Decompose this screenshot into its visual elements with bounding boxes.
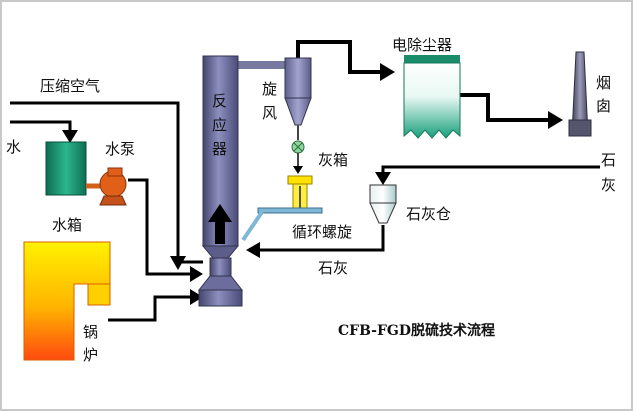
pump-discharge-arrow bbox=[190, 266, 203, 282]
pump-outlet bbox=[107, 167, 123, 177]
ash-drop-arrow bbox=[293, 166, 303, 174]
label-compressed-air: 压缩空气 bbox=[40, 77, 100, 95]
chimney-base bbox=[568, 119, 592, 137]
screw-return-pipe bbox=[241, 210, 264, 242]
reactor-venturi bbox=[209, 257, 232, 277]
reactor-cyclone-duct bbox=[237, 61, 289, 69]
cyclone-cone bbox=[284, 97, 312, 126]
lime-feed-line bbox=[255, 225, 385, 252]
pump-discharge-line bbox=[128, 178, 195, 276]
label-cyclone-2: 风 bbox=[262, 104, 277, 122]
label-limestone-in-2: 灰 bbox=[601, 176, 616, 194]
diagram-title: CFB-FGD脱硫技术流程 bbox=[338, 322, 495, 339]
label-chimney-2: 囱 bbox=[596, 97, 611, 115]
water-arrow bbox=[62, 130, 78, 143]
label-reactor-3: 器 bbox=[212, 140, 227, 158]
label-electrostatic-precipitator: 电除尘器 bbox=[392, 36, 452, 54]
boiler-outlet bbox=[87, 283, 111, 306]
label-water: 水 bbox=[6, 138, 21, 156]
label-limestone-silo: 石灰仓 bbox=[406, 205, 451, 223]
lime-feed-arrow bbox=[246, 242, 260, 258]
flue-gas-arrow bbox=[190, 289, 203, 305]
label-boiler-2: 炉 bbox=[83, 346, 98, 364]
valve-mark-b bbox=[293, 142, 303, 152]
limestone-in-arrow bbox=[375, 172, 391, 185]
compressed-air-line bbox=[10, 101, 180, 262]
cyclone-shape bbox=[284, 57, 312, 99]
label-ash-box: 灰箱 bbox=[318, 151, 348, 169]
label-chimney-1: 烟 bbox=[596, 74, 611, 92]
water-tank-shape bbox=[45, 141, 87, 196]
electrostatic-precipitator-shape bbox=[403, 62, 461, 139]
label-cyclone-1: 旋 bbox=[262, 80, 277, 98]
label-limestone-feed: 石灰 bbox=[318, 259, 348, 277]
esp-inlet-arrow bbox=[380, 63, 395, 81]
limestone-silo-cone bbox=[369, 202, 397, 224]
flue-gas-line bbox=[108, 295, 195, 322]
label-circulating-screw: 循环螺旋 bbox=[292, 223, 352, 241]
esp-chimney-line bbox=[460, 93, 552, 122]
reactor-base bbox=[198, 289, 243, 307]
label-boiler-1: 锅 bbox=[83, 323, 98, 341]
pump-base bbox=[99, 195, 127, 206]
label-limestone-in-1: 石 bbox=[601, 151, 616, 169]
ash-box-top bbox=[287, 175, 313, 185]
label-reactor-1: 反 bbox=[212, 92, 227, 110]
label-water-pump: 水泵 bbox=[105, 140, 135, 158]
chimney-inlet-arrow bbox=[548, 111, 563, 129]
limestone-silo-shape bbox=[369, 184, 397, 204]
label-water-tank: 水箱 bbox=[52, 216, 82, 234]
circulating-screw-icon bbox=[257, 207, 323, 214]
cyclone-outlet-arrow bbox=[296, 46, 300, 52]
reactor-up-arrow bbox=[208, 204, 232, 244]
esp-roof bbox=[404, 55, 460, 63]
label-reactor-2: 应 bbox=[212, 116, 227, 134]
